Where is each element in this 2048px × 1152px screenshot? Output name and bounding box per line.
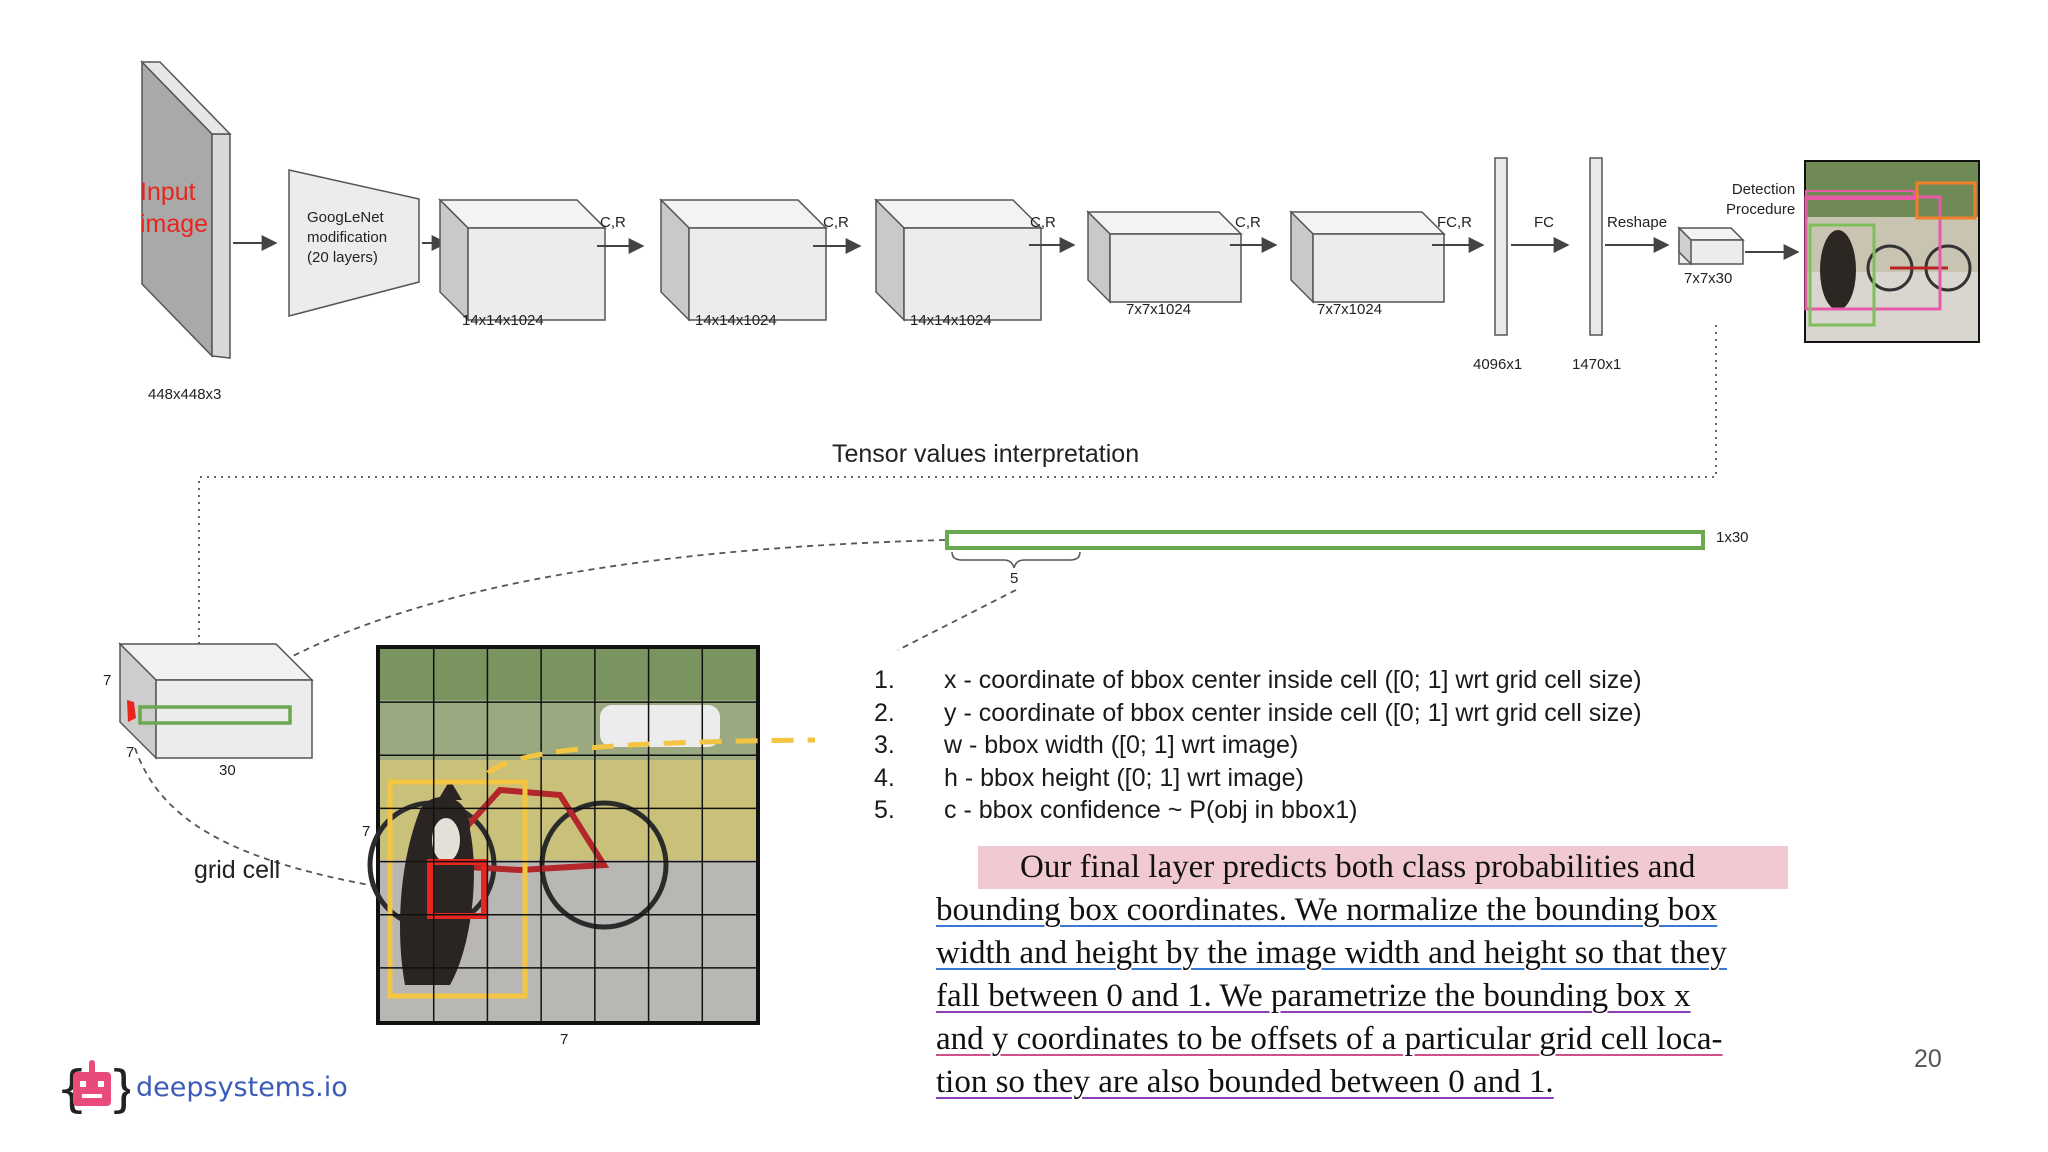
block-dims-4: 7x7x1024 <box>1126 301 1192 318</box>
block-dims-5: 7x7x1024 <box>1317 301 1383 318</box>
conv-block-2 <box>659 198 828 322</box>
tensor-values-list: 1.x - coordinate of bbox center inside c… <box>874 664 1642 827</box>
list-item: 1.x - coordinate of bbox center inside c… <box>874 666 1642 694</box>
conv-block-5 <box>1289 210 1446 304</box>
fc-dims-1: 4096x1 <box>1473 356 1523 373</box>
googlenet-label: GoogLeNet modification (20 layers) <box>307 209 388 266</box>
op-label-4: C,R <box>1235 214 1261 231</box>
conv-block-1 <box>438 198 607 322</box>
grid-dim-side: 7 <box>362 823 371 840</box>
fc-dims-2: 1470x1 <box>1572 356 1622 373</box>
op-label-6: FC <box>1534 214 1554 231</box>
input-image-label: Input image <box>140 178 209 238</box>
brace-5 <box>951 551 1081 569</box>
vector-label: 1x30 <box>1716 529 1749 546</box>
brace-label: 5 <box>1010 570 1019 587</box>
op-label-3: C,R <box>1030 214 1056 231</box>
op-label-2: C,R <box>823 214 849 231</box>
cube-dim-height: 7 <box>103 672 112 689</box>
block-dims-3: 14x14x1024 <box>910 312 992 329</box>
reshape-dims: 7x7x30 <box>1684 270 1733 287</box>
list-item: 5.c - bbox confidence ~ P(obj in bbox1) <box>874 796 1358 824</box>
cube-dim-width: 7 <box>126 744 135 761</box>
excerpt-line: and y coordinates to be offsets of a par… <box>936 1021 1723 1057</box>
detection-photo <box>1804 160 1980 343</box>
list-item: 4.h - bbox height ([0; 1] wrt image) <box>874 763 1304 792</box>
op-label-7: Reshape <box>1607 214 1668 231</box>
paper-excerpt: Our final layer predicts both class prob… <box>936 846 1788 1104</box>
conv-block-3 <box>874 198 1043 322</box>
grid-lines <box>380 649 756 1021</box>
fc-1470-bar <box>1589 157 1603 336</box>
googlenet-block <box>288 169 420 317</box>
block-dims-1: 14x14x1024 <box>462 312 544 329</box>
fc-4096-bar <box>1494 157 1508 336</box>
detection-label: Detection Procedure <box>1726 181 1796 218</box>
op-label-1: C,R <box>600 214 626 231</box>
excerpt-line: tion so they are also bounded between 0 … <box>936 1064 1554 1100</box>
robot-icon: { } <box>56 1060 130 1116</box>
list-item: 2.y - coordinate of bbox center inside c… <box>874 698 1642 727</box>
grid-photo <box>367 645 760 1025</box>
list-item: 3.w - bbox width ([0; 1] wrt image) <box>874 731 1299 759</box>
op-label-5: FC,R <box>1437 214 1472 231</box>
output-cube <box>118 642 314 760</box>
svg-text:}: } <box>108 1060 130 1116</box>
input-image-slab <box>140 60 232 359</box>
page-number: 20 <box>1914 1045 1942 1073</box>
cube-dim-depth: 30 <box>219 762 236 779</box>
grid-dim-bottom: 7 <box>560 1031 569 1048</box>
grid-cell-label: grid cell <box>194 856 281 884</box>
excerpt-line: width and height by the image width and … <box>936 935 1727 971</box>
reshape-cube <box>1677 226 1745 266</box>
conv-block-4 <box>1086 210 1243 304</box>
excerpt-line: Our final layer predicts both class prob… <box>978 846 1788 889</box>
excerpt-line: bounding box coordinates. We normalize t… <box>936 892 1718 928</box>
input-dims: 448x448x3 <box>148 386 222 403</box>
yellow-dashed-link <box>486 737 816 775</box>
vector-1x30 <box>945 530 1705 550</box>
dotted-connector <box>198 325 1717 644</box>
excerpt-line: fall between 0 and 1. We parametrize the… <box>936 978 1691 1014</box>
interpretation-title: Tensor values interpretation <box>832 440 1140 468</box>
brand-name: deepsystems.io <box>136 1071 348 1103</box>
block-dims-2: 14x14x1024 <box>695 312 777 329</box>
brand-logo[interactable]: { } deepsystems.io <box>56 1058 348 1116</box>
